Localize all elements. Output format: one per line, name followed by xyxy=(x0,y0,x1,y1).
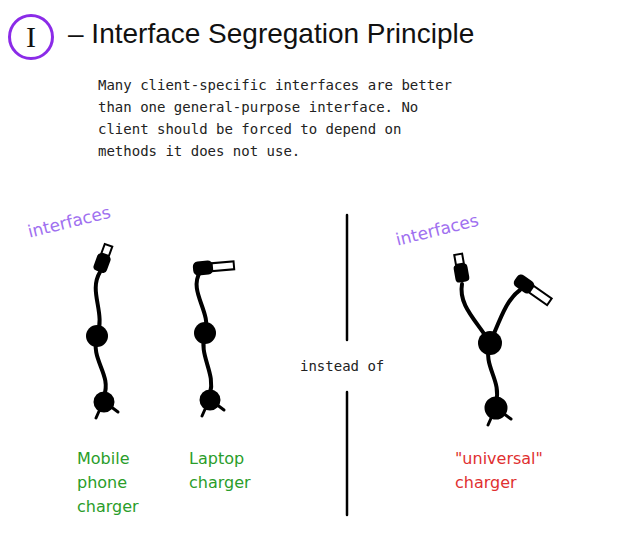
charger-label: Mobile phone charger xyxy=(77,447,149,519)
charger-label: Laptop charger xyxy=(189,447,261,495)
wall-plug xyxy=(486,398,511,425)
wall-plug xyxy=(95,393,118,418)
section-letter: I xyxy=(26,22,36,52)
cable-ball xyxy=(86,325,108,347)
cable-ball xyxy=(478,331,502,355)
divider-label: instead of xyxy=(300,356,384,376)
cable-ball xyxy=(194,322,216,344)
charger-label: "universal" charger xyxy=(455,447,559,495)
divider-line xyxy=(346,392,349,515)
usb-plug xyxy=(92,243,115,274)
section-circle: I xyxy=(8,14,54,60)
barrel-plug xyxy=(512,273,554,308)
divider-line xyxy=(346,215,349,340)
barrel-plug xyxy=(192,258,234,276)
principle-text: Many client-specific interfaces are bett… xyxy=(98,74,460,162)
usb-plug xyxy=(451,253,470,283)
interfaces-label: interfaces xyxy=(394,210,481,250)
interfaces-label: interfaces xyxy=(26,202,113,242)
wall-plug xyxy=(201,391,224,416)
title: – Interface Segregation Principle xyxy=(68,18,474,50)
